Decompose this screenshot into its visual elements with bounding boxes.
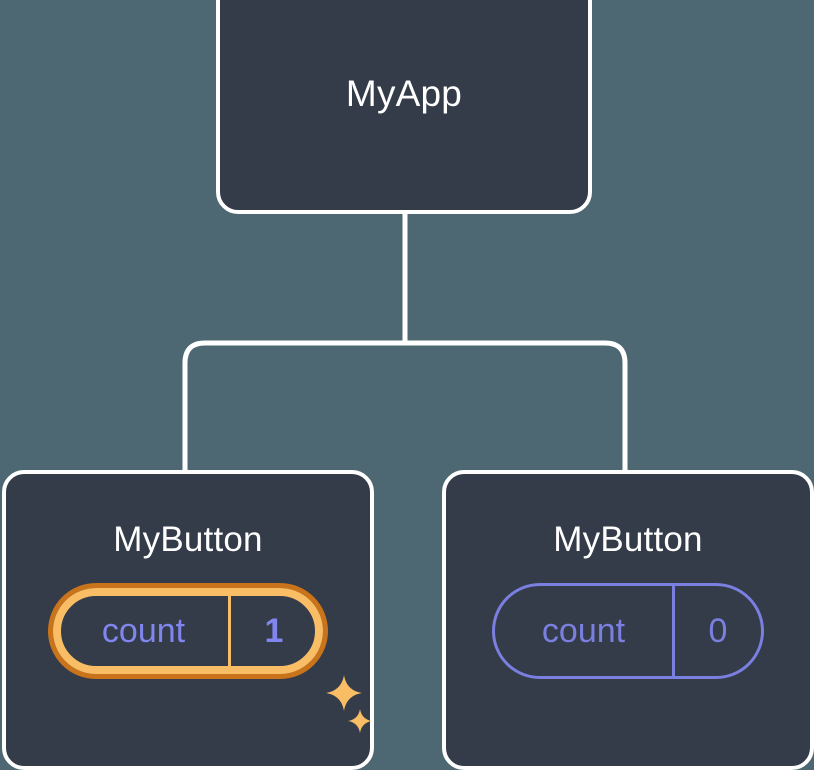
node-mybutton-right[interactable]: MyButton count 0: [442, 470, 814, 770]
node-myapp[interactable]: MyApp: [216, 0, 592, 214]
state-divider-left: [228, 594, 231, 668]
state-divider-right: [672, 586, 675, 676]
sparkle-group-left: [324, 675, 384, 745]
state-value-left: 1: [264, 612, 284, 650]
state-pill-left-wrap: count 1: [6, 583, 372, 733]
sparkle-icon: [348, 709, 372, 733]
node-mybutton-left[interactable]: MyButton count 1: [2, 470, 374, 770]
sparkle-icon: [326, 675, 362, 711]
state-pill-right[interactable]: count 0: [492, 583, 764, 679]
state-key-right: count: [541, 612, 626, 650]
node-mybutton-left-label: MyButton: [113, 520, 263, 559]
connector-branch-right: [405, 340, 628, 472]
state-pill-left[interactable]: count 1: [48, 583, 328, 679]
node-mybutton-right-label: MyButton: [553, 520, 703, 559]
node-myapp-label: MyApp: [345, 72, 463, 114]
connector-branch-left: [182, 340, 405, 472]
state-value-right: 0: [708, 612, 728, 650]
state-pill-right-wrap: count 0: [446, 583, 810, 679]
state-key-left: count: [101, 612, 186, 650]
